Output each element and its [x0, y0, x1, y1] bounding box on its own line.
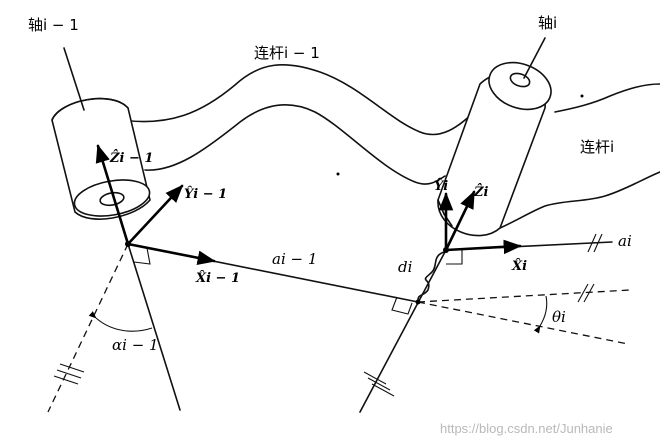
y-prev-arrow [126, 184, 184, 246]
x-cur-parallel-dashed [417, 289, 631, 303]
z-cur-arrow [444, 190, 476, 252]
z-prev-arrow [95, 144, 130, 246]
link-prev-label: 连杆i − 1 [254, 44, 320, 62]
axis-cur-line-top [523, 37, 546, 79]
z-cur-label: Ẑi [473, 183, 488, 200]
x-prev-arrow [126, 242, 216, 265]
axis-cur-parallel-dashed [47, 243, 129, 413]
a-cur-hash-mark [587, 233, 603, 253]
d-cur-label: di [398, 258, 413, 276]
y-cur-label: Ŷi [434, 178, 448, 194]
a-cur-label: ai [618, 232, 632, 250]
link-cur-lower-edge [499, 171, 660, 229]
z-prev-label: Ẑi − 1 [109, 149, 153, 166]
x-cur-arrow [444, 239, 522, 255]
axis-prev-label: 轴i − 1 [28, 16, 79, 34]
right-angle-cur-upper [446, 250, 463, 265]
alpha-prev-label: αi − 1 [112, 336, 159, 354]
x-cur-label: X̂i [511, 258, 527, 274]
theta-arc [533, 295, 548, 334]
link-cur-upper-edge [554, 83, 660, 113]
theta-cur-label: θi [552, 308, 566, 326]
right-angle-prev [133, 247, 151, 265]
parallel-hash-mark [53, 363, 85, 385]
axis-prev-line-top [63, 47, 85, 111]
right-angle-cur-lower [391, 296, 413, 315]
alpha-arc [88, 311, 153, 332]
theta-hash-mark [577, 283, 595, 303]
origin-prev-dot [125, 241, 131, 247]
speck [336, 172, 340, 176]
x-prev-label: X̂i − 1 [195, 270, 240, 286]
link-prev-upper-edge [109, 63, 477, 136]
a-prev-label: ai − 1 [272, 250, 317, 268]
axis-prev-line-bottom [127, 243, 181, 411]
foot-point-dot [415, 299, 421, 305]
a-prev-extension-dashed [417, 301, 629, 345]
axis-cur-label: 轴i [538, 14, 557, 32]
speck [580, 94, 584, 98]
axis-cur-hash-mark [363, 371, 395, 397]
origin-cur-dot [443, 247, 449, 253]
link-prev-lower-edge [144, 104, 446, 185]
d-cur-brace [417, 251, 445, 301]
link-cur-label: 连杆i [580, 138, 614, 156]
y-prev-label: Ŷi − 1 [184, 186, 227, 202]
watermark-text: https://blog.csdn.net/Junhanie [440, 421, 613, 436]
